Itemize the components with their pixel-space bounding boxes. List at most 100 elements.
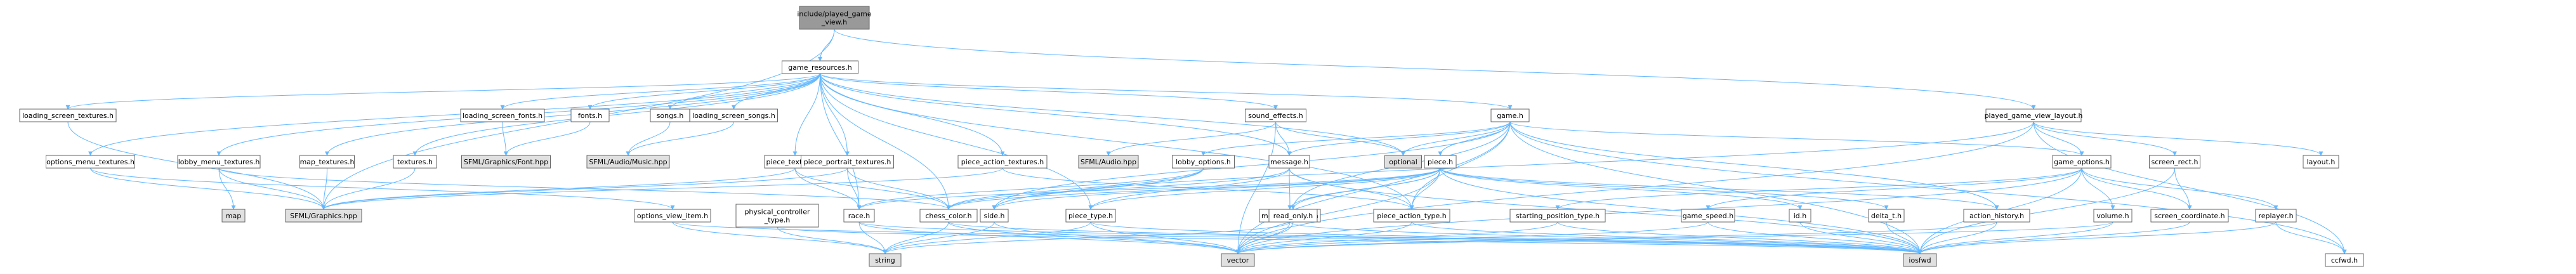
node-box (1245, 108, 1306, 122)
node-piece-type[interactable]: piece_type.h (1065, 209, 1116, 223)
edge-piece-to-iosfwd (1440, 167, 1922, 254)
node-loading-screen-songs[interactable]: loading_screen_songs.h (690, 108, 778, 122)
edge-lobby_menu_textures-to-sfml_graphics (218, 167, 326, 210)
edge-piece-to-action_history (1440, 167, 1999, 210)
node-label: game_speed.h (1683, 212, 1733, 220)
edge-piece_textures-to-chess_color (794, 167, 951, 210)
node-box (801, 155, 894, 169)
node-delta-t[interactable]: delta_t.h (1868, 209, 1905, 223)
node-lobby-options[interactable]: lobby_options.h (1172, 155, 1235, 169)
edge-piece-to-side (992, 167, 1441, 210)
edge-race-to-vector (858, 221, 1240, 254)
edge-game_resources-to-fonts (588, 73, 820, 110)
edge-game_options-to-replayer (2081, 167, 2278, 210)
node-layout[interactable]: layout.h (2303, 155, 2339, 169)
edge-message-to-piece_action_type (1289, 167, 1414, 210)
edge-piece-to-id (1440, 167, 1803, 210)
node-sfml-font: SFML/Graphics/Font.hpp (461, 155, 551, 169)
edge-game-to-iosfwd (1509, 121, 1922, 254)
node-iosfwd: iosfwd (1903, 253, 1937, 267)
node-fonts[interactable]: fonts.h (570, 108, 610, 122)
node-race[interactable]: race.h (843, 209, 875, 223)
edge-lobby_menu_textures-to-map (218, 167, 236, 210)
edge-message_type-to-string (883, 221, 1291, 254)
node-game-resources[interactable]: game_resources.h (782, 60, 858, 74)
node-label: screen_rect.h (2152, 158, 2198, 166)
edge-chess_color-to-string (883, 221, 949, 254)
node-ccfwd[interactable]: ccfwd.h (2325, 253, 2364, 267)
node-box (19, 108, 117, 122)
node-map-textures[interactable]: map_textures.h (299, 155, 355, 169)
edge-root-to-played_game_view_layout (834, 29, 2036, 110)
node-physical-controller-type[interactable]: physical_controller_type.h (735, 204, 819, 228)
node-piece-action-type[interactable]: piece_action_type.h (1373, 209, 1450, 223)
node-options-menu-textures[interactable]: options_menu_textures.h (46, 155, 135, 169)
node-chess-color[interactable]: chess_color.h (919, 209, 978, 223)
edge-game_resources-to-message (820, 73, 1292, 156)
edge-sound_effects-to-vector (1235, 121, 1276, 254)
node-piece-action-textures[interactable]: piece_action_textures.h (957, 155, 1048, 169)
node-game[interactable]: game.h (1490, 108, 1530, 122)
node-label: physical_controller_type.h (744, 208, 810, 225)
node-screen-rect[interactable]: screen_rect.h (2149, 155, 2200, 169)
edge-game_resources-to-options_menu_textures (88, 73, 820, 156)
node-read-only[interactable]: read_only.h (1268, 209, 1318, 223)
node-side[interactable]: side.h (980, 209, 1009, 223)
node-loading-screen-fonts[interactable]: loading_screen_fonts.h (460, 108, 545, 122)
node-box (843, 209, 875, 223)
node-played-game-view-layout[interactable]: played_game_view_layout.h (1985, 108, 2083, 122)
edge-game_resources-to-loading_screen_textures (65, 73, 820, 110)
edge-piece_type-to-string (883, 221, 1091, 254)
node-textures[interactable]: textures.h (393, 155, 437, 169)
edge-options_menu_textures-to-sfml_graphics (90, 167, 326, 210)
edge-read_only-to-vector (1235, 221, 1294, 254)
node-screen-coordinate[interactable]: screen_coordinate.h (2150, 209, 2229, 223)
node-label: id.h (1794, 212, 1807, 220)
node-box (1268, 155, 1310, 169)
node-id[interactable]: id.h (1789, 209, 1811, 223)
node-box (299, 155, 355, 169)
node-label: piece_action_type.h (1377, 212, 1447, 220)
node-starting-position-type[interactable]: starting_position_type.h (1509, 209, 1606, 223)
node-volume[interactable]: volume.h (2093, 209, 2132, 223)
node-game-speed[interactable]: game_speed.h (1681, 209, 1735, 223)
edge-piece_portrait_textures-to-race (847, 167, 862, 210)
node-loading-screen-textures[interactable]: loading_screen_textures.h (19, 108, 117, 122)
node-game-options[interactable]: game_options.h (2052, 155, 2112, 169)
node-box (1789, 209, 1811, 223)
edge-textures-to-sfml_graphics (321, 167, 416, 210)
node-label: ccfwd.h (2331, 256, 2358, 264)
node-label: vector (1227, 256, 1249, 264)
node-sound-effects[interactable]: sound_effects.h (1245, 108, 1306, 122)
node-label: map_textures.h (300, 158, 355, 166)
node-piece-portrait-textures[interactable]: piece_portrait_textures.h (801, 155, 894, 169)
node-sfml-graphics: SFML/Graphics.hpp (285, 209, 362, 223)
edge-game_resources-to-piece_action_textures (820, 73, 1005, 156)
edge-side-to-string (883, 221, 995, 254)
node-label: loading_screen_fonts.h (463, 112, 542, 120)
node-piece[interactable]: piece.h (1424, 155, 1457, 169)
edge-played_game_view_layout-to-layout (2033, 121, 2323, 156)
node-box (1490, 108, 1530, 122)
node-songs[interactable]: songs.h (650, 108, 690, 122)
node-box (221, 209, 246, 223)
edge-message-to-message_type (1287, 167, 1292, 210)
node-label: loading_screen_textures.h (22, 112, 114, 120)
node-box (177, 155, 261, 169)
node-options-view-item[interactable]: options_view_item.h (634, 209, 711, 223)
edge-chess_color-to-iosfwd (948, 221, 1922, 254)
node-message[interactable]: message.h (1268, 155, 1310, 169)
edge-lobby_options-to-race (857, 167, 1204, 210)
node-action-history[interactable]: action_history.h (1963, 209, 2030, 223)
edge-game_resources-to-piece_type (820, 73, 1093, 210)
node-root[interactable]: include/played_game_view.h (797, 6, 872, 30)
edge-piece-to-message_type (1287, 167, 1441, 210)
edge-physical_controller_type-to-string (777, 226, 888, 254)
node-box (393, 155, 437, 169)
edge-game_resources-to-optional (820, 73, 1405, 156)
node-replayer[interactable]: replayer.h (2255, 209, 2297, 223)
node-label: piece_portrait_textures.h (804, 158, 891, 166)
node-lobby-menu-textures[interactable]: lobby_menu_textures.h (177, 155, 261, 169)
edge-piece_type-to-vector (1090, 221, 1240, 254)
